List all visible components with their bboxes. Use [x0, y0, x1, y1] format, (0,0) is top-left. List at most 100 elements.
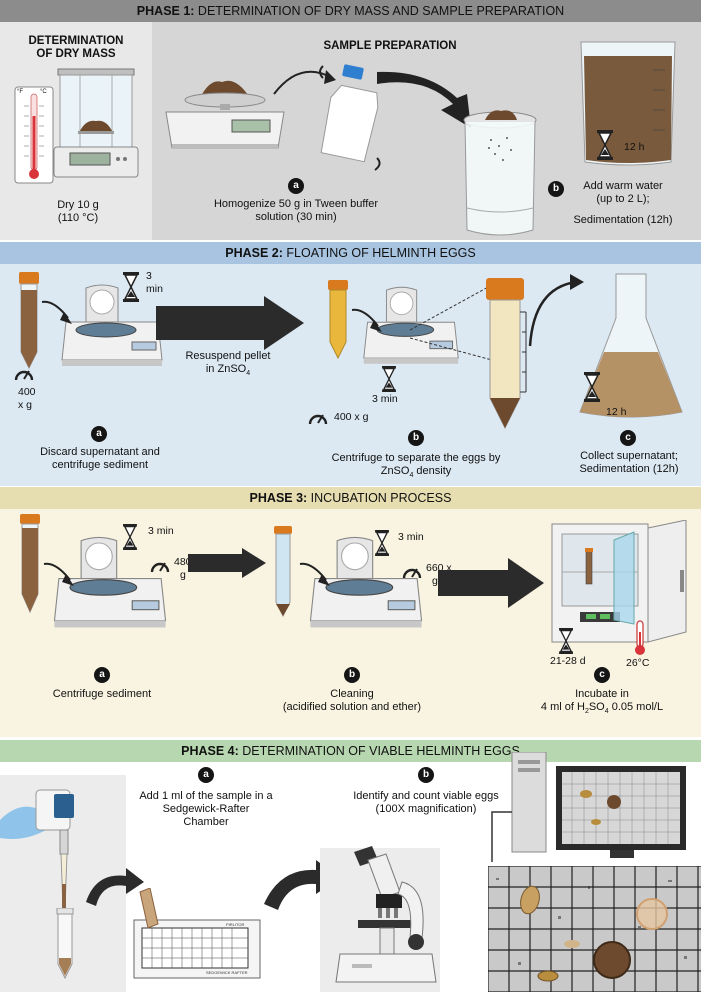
phase4-step-a-badge: a — [198, 767, 214, 783]
phase3-timer1: 3 min — [148, 525, 174, 537]
phase3-incubation-time: 21-28 d — [550, 655, 586, 667]
curved-arrow-icon — [43, 562, 74, 586]
phase1-step-a-badge: a — [288, 178, 304, 194]
phase3-step-c-text-b: SO — [588, 701, 605, 713]
hourglass-icon — [123, 524, 137, 550]
curved-arrow-icon — [41, 300, 72, 324]
hourglass-icon — [382, 366, 396, 392]
tube-small-icon — [56, 908, 74, 980]
hourglass-icon — [123, 272, 139, 302]
phase2-timer3: 12 h — [606, 406, 627, 418]
phase3-step-c-text-2: 4 ml of H2SO4 0.05 mol/L — [520, 701, 684, 718]
phase1-step-b-text-2: (up to 2 L); — [596, 193, 650, 205]
phase3-step-a-text: Centrifuge sediment — [52, 688, 152, 700]
dry-mass-caption-1: Dry 10 g — [57, 199, 99, 211]
phase2-force1-unit: x g — [18, 399, 33, 411]
sedgewick-rafter-chamber-icon — [133, 888, 261, 979]
hourglass-icon — [375, 530, 389, 556]
speedometer-icon — [308, 414, 328, 425]
pipette-icon — [0, 789, 74, 909]
sample-preparation-title: SAMPLE PREPARATION — [323, 40, 457, 52]
computer-icon — [491, 752, 686, 862]
phase4-step-a-text-1: Add 1 ml of the sample in a — [139, 790, 273, 802]
speedometer-icon — [14, 370, 34, 381]
phase4-step-a-text-2: Sedgewick-Rafter — [162, 803, 250, 815]
large-arrow-icon — [156, 296, 304, 350]
phase4-step-a-text-3: Chamber — [183, 816, 229, 828]
slide-label-top: PIRLITOR — [226, 922, 245, 927]
phase3-step-c-sub2: 4 — [604, 708, 609, 716]
thermometer-f-label: °F — [17, 89, 24, 95]
curved-arrow-icon — [299, 562, 330, 586]
phase2-arrow-label-2: in ZnSO4 — [168, 363, 288, 380]
phase1-header-title: DETERMINATION OF DRY MASS AND SAMPLE PRE… — [194, 4, 565, 18]
phase2-timer1-value: 3 — [146, 270, 152, 282]
phase3-header-title: INCUBATION PROCESS — [307, 491, 452, 505]
dry-mass-title: DETERMINATION OF DRY MASS — [28, 35, 124, 60]
phase2-step-b-tail: density — [413, 465, 452, 477]
tube-brown-icon — [19, 272, 39, 370]
phase1-step-a-text-1: Homogenize 50 g in Tween buffer — [213, 198, 379, 210]
phase2-header-title: FLOATING OF HELMINTH EGGS — [282, 246, 476, 260]
slide-label-bottom: SEDGEWICK RAFTER — [206, 970, 248, 975]
phase1-header: PHASE 1: DETERMINATION OF DRY MASS AND S… — [0, 0, 701, 22]
curved-arrow-icon — [528, 274, 584, 347]
phase4-header-label: PHASE 4: — [181, 744, 239, 758]
hourglass-icon — [597, 130, 613, 160]
speedometer-icon — [150, 562, 170, 573]
phase3-step-b-text-1: Cleaning — [330, 688, 374, 700]
tube-blue-icon — [274, 526, 292, 618]
phase2-step-c-text-2: Sedimentation (12h) — [579, 463, 679, 475]
centrifuge-icon — [61, 284, 163, 366]
phase3-step-b-text-2: (acidified solution and ether) — [282, 701, 422, 713]
phase1-step-b-text-1: Add warm water — [583, 180, 663, 192]
centrifuge-icon — [309, 536, 423, 628]
phase2-step-a-text-2: centrifuge sediment — [52, 459, 148, 471]
phase2-step-b-text-2: ZnSO4 density — [316, 465, 516, 482]
zoom-lines — [409, 285, 493, 361]
phase2-force2: 400 x g — [334, 411, 369, 423]
tube-yellow-icon — [328, 280, 348, 360]
phase3-step-c-text-a: 4 ml of H — [540, 701, 585, 713]
phase2-force1-value: 400 — [18, 386, 36, 398]
phase3-header-label: PHASE 3: — [249, 491, 308, 505]
tube-brown-icon — [20, 514, 40, 614]
thermometer-icon — [635, 620, 645, 655]
phase3-step-c-text-c: 0.05 mol/L — [608, 701, 664, 713]
phase1-step-b-badge: b — [548, 181, 564, 197]
phase3-step-c-badge: c — [594, 667, 610, 683]
phase2-timer1-unit: min — [146, 283, 163, 295]
centrifuge-icon — [53, 536, 167, 628]
curved-arrow-icon — [273, 70, 336, 95]
phase3-force2-unit: g — [432, 575, 438, 587]
phase4-step-b-badge: b — [418, 767, 434, 783]
thermometer-c-label: °C — [40, 89, 47, 95]
phase2-header: PHASE 2: FLOATING OF HELMINTH EGGS — [0, 242, 701, 264]
precision-balance-icon — [165, 80, 285, 149]
phase3-timer2: 3 min — [398, 531, 424, 543]
thermometer-icon — [14, 86, 54, 184]
phase3-force1-unit: g — [180, 569, 186, 581]
phase2-step-b-sub: 4 — [409, 472, 414, 480]
phase3-step-b-badge: b — [344, 667, 360, 683]
microscope-icon — [335, 846, 437, 983]
phase2-step-b-formula: ZnSO — [380, 465, 410, 477]
phase2-timer2: 3 min — [372, 393, 398, 405]
phase4-step-b-text-2: (100X magnification) — [375, 803, 477, 815]
phase2-step-b-text-1: Centrifuge to separate the eggs by — [331, 452, 501, 464]
phase2-step-c-badge: c — [620, 430, 636, 446]
bottle-icon — [319, 64, 381, 171]
phase2-arrow-label-sub: 4 — [246, 370, 251, 378]
erlenmeyer-flask-icon — [579, 273, 683, 418]
dry-mass-caption-2: (110 °C) — [57, 212, 99, 224]
speedometer-icon — [402, 568, 422, 579]
phase1-step-b-text-3: Sedimentation (12h) — [573, 214, 673, 226]
phase2-arrow-label-1: Resuspend pellet — [185, 350, 271, 362]
phase2-step-b-badge: b — [408, 430, 424, 446]
phase2-step-a-text-1: Discard supernatant and — [40, 446, 160, 458]
phase3-step-c-text-1: Incubate in — [575, 688, 629, 700]
analytical-balance-icon — [53, 68, 139, 178]
tube-large-icon — [486, 278, 527, 430]
hourglass-icon — [559, 628, 573, 654]
phase1-step-a-text-2: solution (30 min) — [255, 211, 337, 223]
